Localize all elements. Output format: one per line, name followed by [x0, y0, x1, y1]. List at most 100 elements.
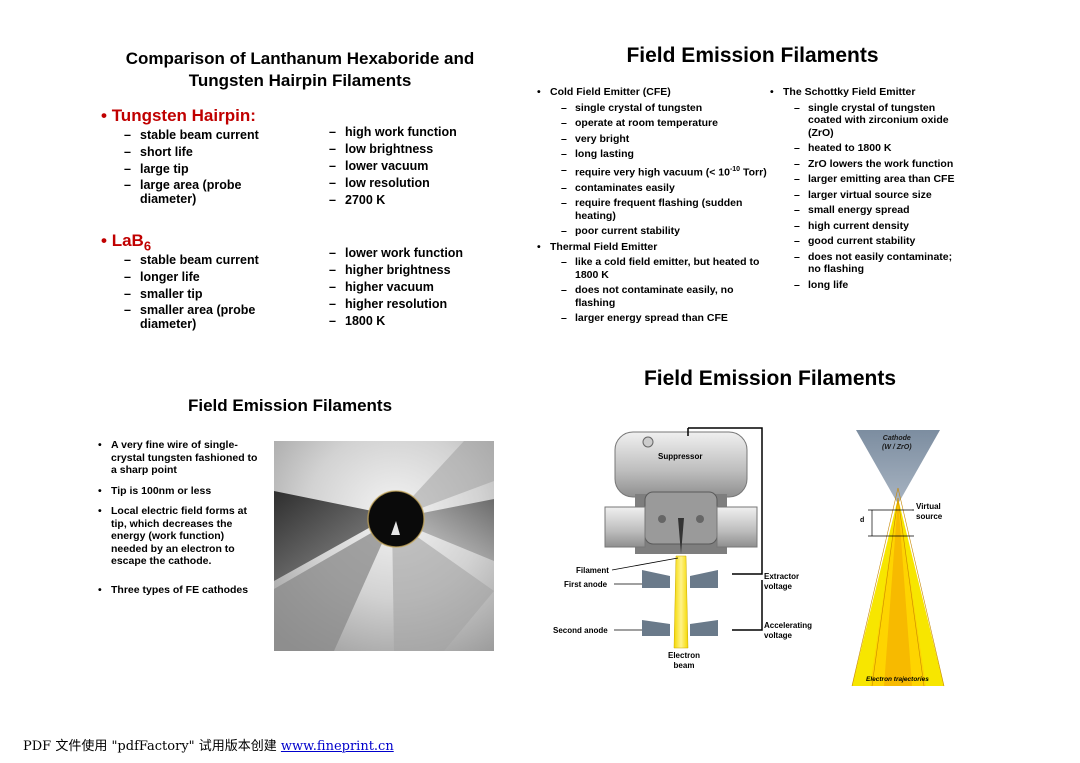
list-item: high work function: [329, 124, 509, 141]
list-item: require very high vacuum (< 10-10 Torr): [561, 164, 770, 179]
cathode-line1: Cathode: [882, 435, 911, 442]
list-item: larger energy spread than CFE: [561, 312, 761, 325]
cfe-heading: Cold Field Emitter (CFE): [535, 86, 770, 99]
accel-line2: voltage: [764, 631, 793, 640]
bullet-item: Tip is 100nm or less: [96, 485, 261, 498]
list-item: single crystal of tungsten coated with z…: [794, 102, 958, 140]
d-label: d: [860, 517, 865, 524]
tungsten-heading: • Tungsten Hairpin:: [101, 106, 256, 126]
schottky-section: The Schottky Field Emitter single crysta…: [768, 86, 958, 294]
list-item: long life: [794, 279, 958, 292]
schottky-list: single crystal of tungsten coated with z…: [794, 102, 958, 292]
list-item: larger emitting area than CFE: [794, 173, 958, 186]
list-item: 1800 K: [329, 313, 509, 330]
list-item: good current stability: [794, 235, 958, 248]
bullet-item: Three types of FE cathodes: [96, 584, 261, 597]
list-item: poor current stability: [561, 225, 770, 238]
panel1-title-line1: Comparison of Lanthanum Hexaboride and: [125, 49, 475, 68]
electron-beam-label: Electron beam: [668, 651, 700, 671]
list-item: contaminates easily: [561, 182, 770, 195]
extractor-line2: voltage: [764, 582, 793, 591]
virtual-source-label: Virtual source: [916, 502, 942, 522]
list-item: smaller tip: [124, 286, 294, 303]
list-item: long lasting: [561, 148, 770, 161]
bullet-item: Local electric field forms at tip, which…: [96, 505, 261, 568]
list-item: small energy spread: [794, 204, 958, 217]
lab6-heading: • LaB6: [101, 231, 151, 253]
list-item: does not contaminate easily, no flashing: [561, 284, 761, 309]
suppressor-label: Suppressor: [658, 452, 703, 461]
list-item: higher resolution: [329, 296, 509, 313]
bullet-item: A very fine wire of single-crystal tungs…: [96, 439, 261, 477]
list-item: lower vacuum: [329, 158, 509, 175]
panel-lab6-comparison: Comparison of Lanthanum Hexaboride and T…: [95, 48, 515, 348]
first-anode-label: First anode: [564, 580, 608, 589]
tungsten-tip-photo: [274, 441, 494, 651]
vacuum-suffix: Torr): [740, 166, 767, 178]
lab6-cons-list: lower work function higher brightness hi…: [329, 245, 509, 330]
list-item: large tip: [124, 161, 294, 178]
list-item: ZrO lowers the work function: [794, 158, 958, 171]
schottky-heading: The Schottky Field Emitter: [768, 86, 958, 99]
list-item: single crystal of tungsten: [561, 102, 770, 115]
panel2-title: Field Emission Filaments: [626, 44, 879, 67]
list-item: require frequent flashing (sudden heatin…: [561, 197, 770, 222]
list-item: higher vacuum: [329, 279, 509, 296]
filament-label: Filament: [576, 566, 609, 575]
list-item: operate at room temperature: [561, 117, 770, 130]
list-item: higher brightness: [329, 262, 509, 279]
thermal-list: like a cold field emitter, but heated to…: [561, 256, 761, 325]
beam-line1: Electron: [668, 651, 701, 660]
virtual-source-diagram: Cathode (W / ZrO) d Virtual source Elect…: [850, 428, 960, 690]
list-item: like a cold field emitter, but heated to…: [561, 256, 761, 281]
footer-text: PDF 文件使用 "pdfFactory" 试用版本创建: [23, 739, 281, 754]
thermal-heading: Thermal Field Emitter: [535, 241, 770, 254]
list-item: smaller area (probe diameter): [124, 303, 294, 331]
list-item: stable beam current: [124, 127, 294, 144]
accel-line1: Accelerating: [764, 621, 813, 630]
list-item: very bright: [561, 133, 770, 146]
list-item: low resolution: [329, 175, 509, 192]
panel1-title-line2: Tungsten Hairpin Filaments: [188, 71, 412, 90]
panel4-title: Field Emission Filaments: [643, 367, 897, 390]
pdf-footer: PDF 文件使用 "pdfFactory" 试用版本创建 www.finepri…: [23, 735, 394, 754]
electron-trajectories-label: Electron trajectories: [866, 676, 929, 683]
list-item: does not easily contaminate; no flashing: [794, 251, 958, 276]
list-item: longer life: [124, 269, 294, 286]
lab6-pros-list: stable beam current longer life smaller …: [124, 252, 294, 331]
cathode-label: Cathode (W / ZrO): [882, 434, 912, 452]
list-item: larger virtual source size: [794, 189, 958, 202]
tungsten-heading-text: Tungsten Hairpin:: [111, 106, 256, 125]
cfe-list: single crystal of tungsten operate at ro…: [561, 102, 770, 238]
list-item: large area (probe diameter): [124, 178, 294, 206]
accelerating-voltage-label: Accelerating voltage: [764, 621, 812, 641]
cathode-line2: (W / ZrO): [882, 444, 912, 451]
second-anode-label: Second anode: [553, 626, 608, 635]
list-item: heated to 1800 K: [794, 142, 958, 155]
tungsten-cons-list: high work function low brightness lower …: [329, 124, 509, 209]
panel3-bullets: A very fine wire of single-crystal tungs…: [96, 439, 261, 596]
bullet-dot: •: [101, 231, 112, 250]
footer-link[interactable]: www.fineprint.cn: [280, 739, 394, 754]
virtual-line1: Virtual: [916, 502, 941, 511]
lab6-heading-sub: 6: [143, 238, 152, 254]
vacuum-prefix: require very high vacuum (< 10: [575, 166, 730, 178]
panel1-title: Comparison of Lanthanum Hexaboride and T…: [95, 48, 505, 92]
list-item: 2700 K: [329, 192, 509, 209]
beam-line2: beam: [673, 661, 695, 670]
tungsten-pros-list: stable beam current short life large tip…: [124, 127, 294, 206]
panel3-title: Field Emission Filaments: [187, 396, 393, 415]
list-item: stable beam current: [124, 252, 294, 269]
virtual-line2: source: [916, 512, 943, 521]
emitter-diagram: Suppressor Filament First anode Second a…: [550, 422, 830, 682]
extractor-line1: Extractor: [764, 572, 800, 581]
cfe-section: Cold Field Emitter (CFE) single crystal …: [535, 86, 770, 328]
list-item: short life: [124, 144, 294, 161]
lab6-heading-text: LaB: [111, 231, 144, 250]
list-item: lower work function: [329, 245, 509, 262]
extractor-voltage-label: Extractor voltage: [764, 572, 799, 592]
vacuum-exponent: -10: [729, 165, 741, 173]
list-item: high current density: [794, 220, 958, 233]
list-item: low brightness: [329, 141, 509, 158]
bullet-dot: •: [101, 106, 112, 125]
